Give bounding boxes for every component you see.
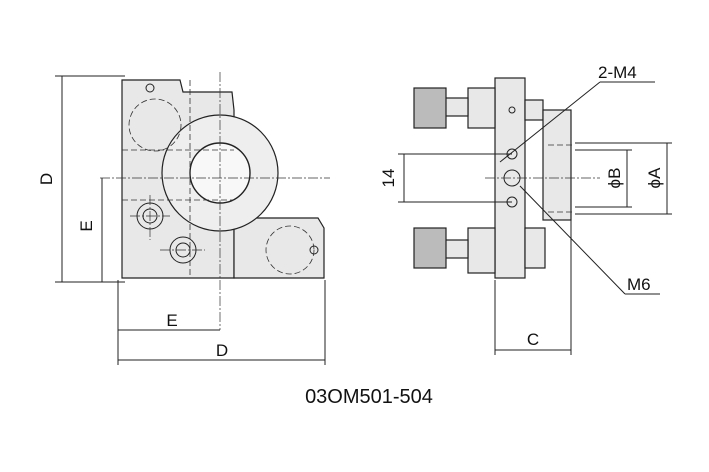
- spacing-label: 14: [379, 169, 398, 188]
- model-caption: 03OM501-504: [305, 386, 433, 408]
- depth-label: C: [527, 330, 539, 349]
- front-center-width-label: E: [166, 311, 177, 330]
- tap-label: 2-M4: [598, 63, 637, 82]
- front-width-label: D: [216, 341, 228, 360]
- center-tap-label: M6: [627, 275, 651, 294]
- front-view: [55, 72, 330, 365]
- aperture-b-label: ϕB: [605, 168, 624, 189]
- front-height-label: D: [37, 173, 56, 185]
- side-view: [398, 77, 672, 355]
- aperture-a-label: ϕA: [645, 167, 664, 189]
- front-center-height-label: E: [77, 220, 96, 231]
